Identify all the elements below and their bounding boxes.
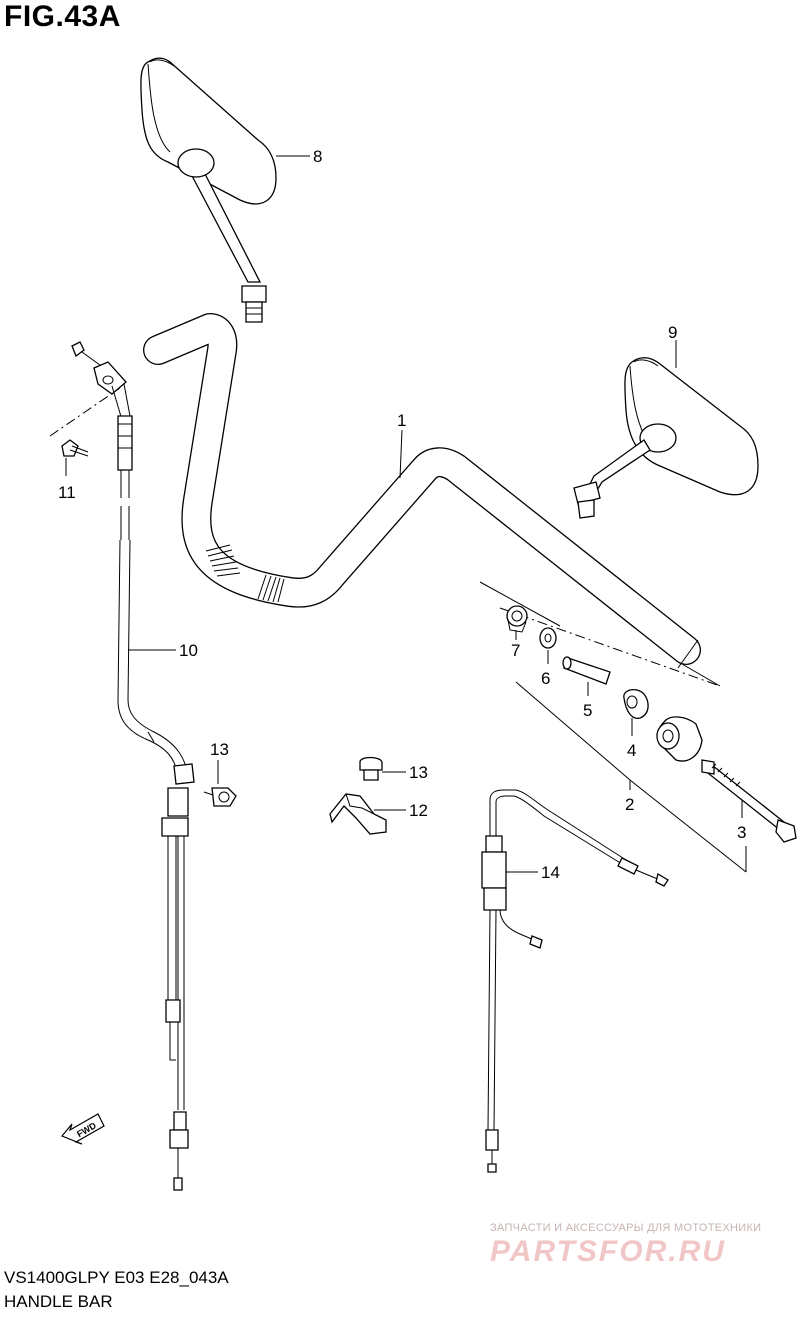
spacer-rod[interactable] [562,656,611,685]
weight-nut[interactable] [506,605,528,633]
model-code: VS1400GLPY E03 E28_043A [4,1268,229,1287]
screw-13-left[interactable] [203,787,237,807]
section-name: HANDLE BAR [4,1292,113,1311]
callout-7: 7 [511,641,520,660]
mirror-right[interactable] [573,357,759,519]
callout-14: 14 [541,863,560,882]
clamp[interactable] [329,793,387,835]
fwd-arrow-icon: FWD [61,1113,105,1145]
callout-13-right: 13 [409,763,428,782]
callout-2: 2 [625,795,634,814]
washer[interactable] [539,627,557,649]
damper[interactable] [623,688,649,719]
callout-1: 1 [397,411,406,430]
callout-3: 3 [737,823,746,842]
throttle-cable[interactable] [117,539,195,1191]
handlebar[interactable] [143,313,701,669]
callout-8: 8 [313,147,322,166]
bar-end-bolt[interactable] [701,759,797,843]
mirror-left[interactable] [140,57,277,323]
bar-end-weight[interactable] [656,716,703,762]
watermark-tagline: ЗАПЧАСТИ И АКСЕССУАРЫ ДЛЯ МОТОТЕХНИКИ [490,1222,762,1234]
watermark-logo: PARTSFOR.RU [490,1235,726,1268]
callout-9: 9 [668,323,677,342]
callout-4: 4 [627,741,636,760]
figure-title: FIG.43A [4,0,121,33]
throttle-cable-end[interactable] [71,341,133,540]
cable-14[interactable] [481,789,669,1173]
callout-12: 12 [409,801,428,820]
callout-13-left: 13 [210,740,229,759]
screw-13-right[interactable] [359,756,383,781]
callout-5: 5 [583,701,592,720]
callout-6: 6 [541,669,550,688]
screw-11[interactable] [61,439,89,457]
callout-10: 10 [179,641,198,660]
callout-11: 11 [58,483,76,502]
